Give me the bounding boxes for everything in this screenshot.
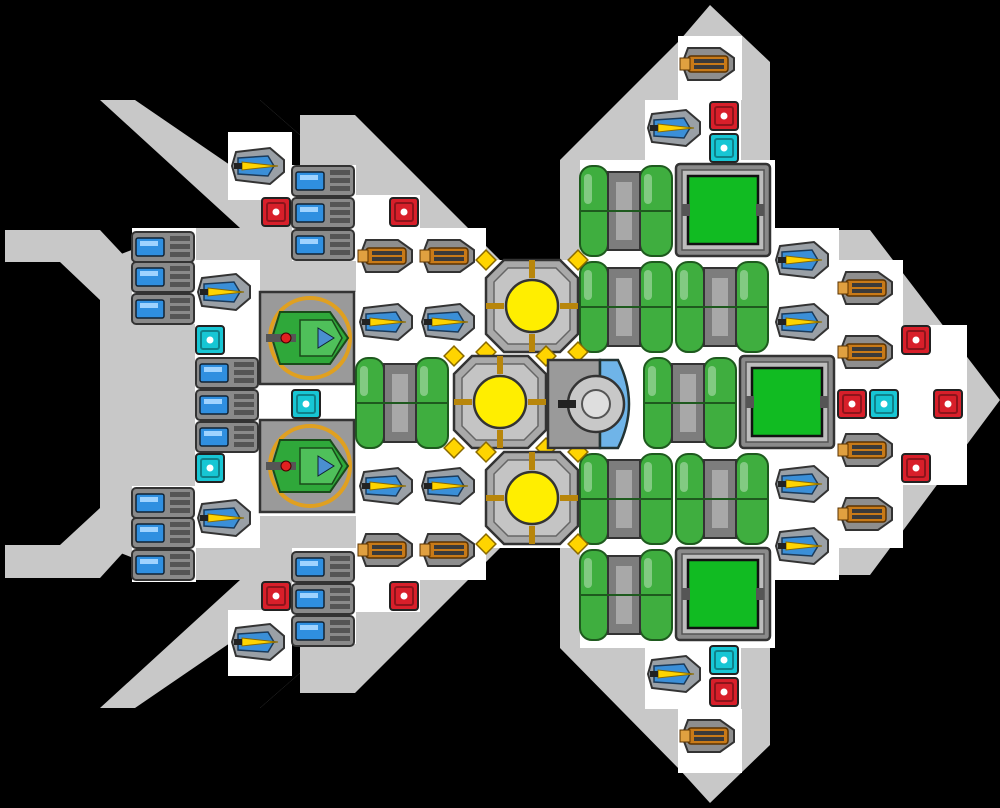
battery-cell-icon: [195, 357, 259, 389]
cannon-weapon-icon: [837, 433, 893, 467]
battery-cell-icon: [291, 197, 355, 229]
laser-weapon-icon: [646, 108, 701, 148]
armor-node-icon: [709, 677, 739, 707]
hull-plate: [5, 230, 130, 262]
cannon-weapon-icon: [419, 239, 475, 273]
power-node-icon: [195, 325, 225, 355]
battery-cell-icon: [291, 229, 355, 261]
cannon-weapon-icon: [837, 497, 893, 531]
fuel-tank-icon: [579, 261, 673, 353]
battery-cell-icon: [131, 487, 195, 519]
armor-node-icon: [389, 581, 419, 611]
laser-weapon-icon: [774, 240, 829, 280]
cannon-weapon-icon: [837, 335, 893, 369]
laser-weapon-icon: [774, 464, 829, 504]
battery-cell-icon: [131, 261, 195, 293]
reactor-core-icon: [475, 441, 589, 555]
laser-weapon-icon: [420, 466, 475, 506]
laser-weapon-icon: [774, 526, 829, 566]
battery-cell-icon: [291, 551, 355, 583]
armor-node-icon: [709, 101, 739, 131]
battery-cell-icon: [131, 293, 195, 325]
laser-weapon-icon: [358, 302, 413, 342]
battery-cell-icon: [291, 615, 355, 647]
laser-weapon-icon: [646, 654, 701, 694]
battery-cell-icon: [131, 549, 195, 581]
battery-cell-icon: [131, 517, 195, 549]
armor-node-icon: [261, 581, 291, 611]
fuel-tank-icon: [643, 357, 737, 449]
battery-cell-icon: [131, 231, 195, 263]
armor-node-icon: [901, 325, 931, 355]
components-layer: [131, 47, 963, 753]
hull-plate: [5, 545, 130, 578]
cargo-bay-icon: [674, 162, 772, 258]
hull-gap: [5, 262, 100, 330]
power-node-icon: [869, 389, 899, 419]
laser-weapon-icon: [358, 466, 413, 506]
cannon-weapon-icon: [357, 239, 413, 273]
laser-weapon-icon: [420, 302, 475, 342]
battery-cell-icon: [291, 583, 355, 615]
armor-node-icon: [933, 389, 963, 419]
heavy-turret-icon: [258, 418, 356, 514]
reactor-core-icon: [475, 249, 589, 363]
fuel-tank-icon: [579, 165, 673, 257]
cannon-weapon-icon: [357, 533, 413, 567]
battery-cell-icon: [195, 421, 259, 453]
hull-gap: [5, 478, 100, 545]
armor-node-icon: [389, 197, 419, 227]
laser-weapon-icon: [196, 272, 251, 312]
battery-cell-icon: [291, 165, 355, 197]
cannon-weapon-icon: [837, 271, 893, 305]
power-node-icon: [709, 645, 739, 675]
fuel-tank-icon: [355, 357, 449, 449]
reactor-core-icon: [443, 345, 557, 459]
cannon-weapon-icon: [419, 533, 475, 567]
armor-node-icon: [837, 389, 867, 419]
cargo-bay-icon: [674, 546, 772, 642]
fuel-tank-icon: [675, 453, 769, 545]
battery-cell-icon: [195, 389, 259, 421]
armor-node-icon: [901, 453, 931, 483]
cargo-bay-icon: [738, 354, 836, 450]
fuel-tank-icon: [579, 453, 673, 545]
laser-weapon-icon: [774, 302, 829, 342]
power-node-icon: [195, 453, 225, 483]
cannon-weapon-icon: [679, 47, 735, 81]
power-node-icon: [709, 133, 739, 163]
fuel-tank-icon: [579, 549, 673, 641]
armor-node-icon: [261, 197, 291, 227]
laser-weapon-icon: [196, 498, 251, 538]
bridge-module-icon: [546, 358, 631, 450]
laser-weapon-icon: [230, 622, 285, 662]
cannon-weapon-icon: [679, 719, 735, 753]
laser-weapon-icon: [230, 146, 285, 186]
power-node-icon: [291, 389, 321, 419]
fuel-tank-icon: [675, 261, 769, 353]
heavy-turret-icon: [258, 290, 356, 386]
